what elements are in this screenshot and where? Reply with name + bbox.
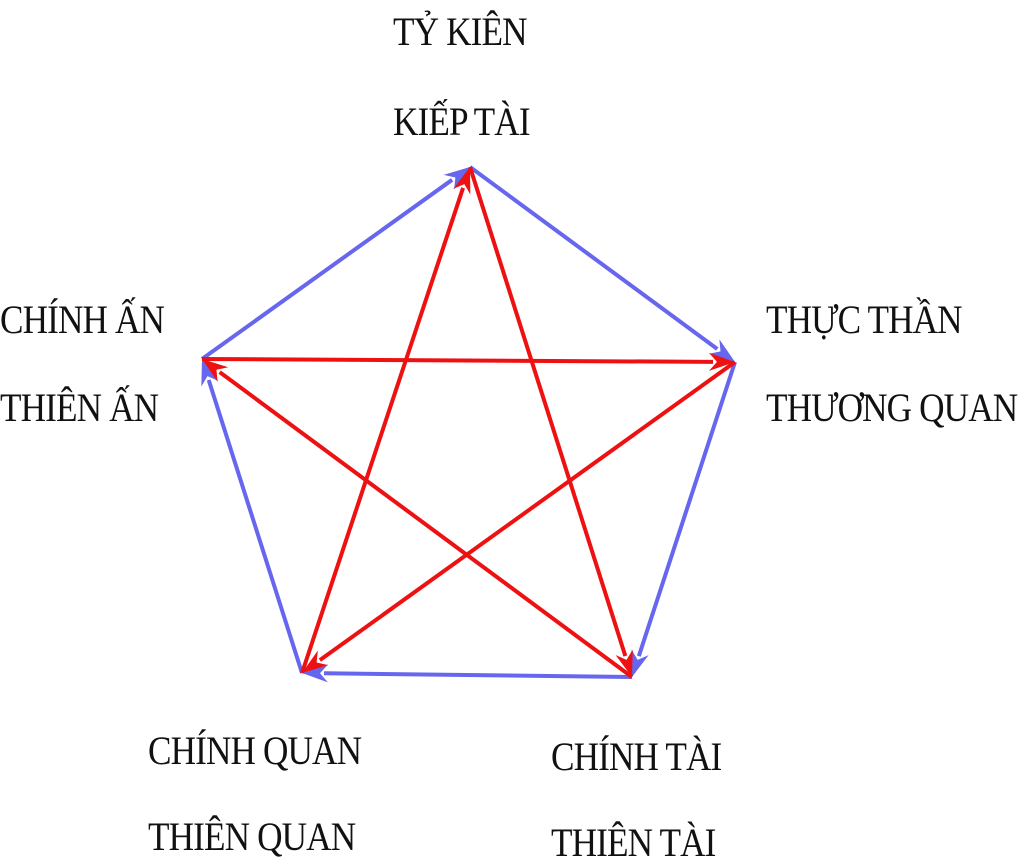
arrowhead-icon: [708, 352, 735, 371]
controlling-line: [300, 187, 465, 674]
arrowhead-icon: [202, 359, 229, 382]
controlling-arrow-bottom_right-to-left: [202, 359, 634, 679]
controlling-line: [201, 357, 714, 364]
arrowhead-icon: [708, 339, 735, 362]
label-thien-tai: THIÊN TÀI: [551, 820, 716, 864]
arrowhead-icon: [201, 359, 219, 387]
label-chinh-quan: CHÍNH QUAN: [148, 728, 362, 773]
label-thien-an: THIÊN ẤN: [0, 385, 159, 430]
controlling-arrow-left-to-right: [201, 352, 735, 371]
generating-line: [206, 379, 304, 674]
generating-arrow-right-to-bottom_right: [631, 361, 737, 677]
controlling-line: [318, 360, 737, 662]
generating-arrow-bottom_left-to-left: [201, 359, 304, 674]
controlling-arrow-right-to-bottom_left: [302, 360, 737, 673]
generating-arrow-top-to-right: [468, 165, 735, 362]
arrowhead-icon: [302, 650, 329, 673]
generating-line: [636, 361, 737, 657]
label-chinh-an: CHÍNH ẤN: [0, 297, 165, 342]
label-kiep-tai: KIẾP TÀI: [393, 99, 531, 144]
controlling-line: [468, 166, 628, 657]
label-thuc-than: THỰC THẦN: [766, 297, 963, 342]
generating-arrow-left-to-top: [200, 167, 470, 361]
label-thien-quan: THIÊN QUAN: [148, 814, 356, 859]
generating-line: [323, 671, 633, 679]
arrowhead-icon: [302, 664, 329, 683]
generating-line: [200, 178, 454, 361]
label-thuong-quan: THƯƠNG QUAN: [766, 385, 1018, 430]
arrowhead-icon: [453, 167, 471, 195]
arrowhead-icon: [631, 649, 649, 677]
controlling-arrow-bottom_left-to-top: [300, 167, 471, 674]
arrowhead-icon: [615, 649, 633, 677]
arrowhead-icon: [443, 167, 470, 190]
controlling-line: [218, 370, 634, 679]
generating-line: [468, 165, 719, 351]
controlling-arrow-top-to-bottom_right: [468, 166, 633, 677]
generating-arrow-bottom_right-to-bottom_left: [302, 664, 633, 683]
label-chinh-tai: CHÍNH TÀI: [551, 734, 722, 779]
label-ty-kien: TỶ KIÊN: [393, 9, 528, 54]
